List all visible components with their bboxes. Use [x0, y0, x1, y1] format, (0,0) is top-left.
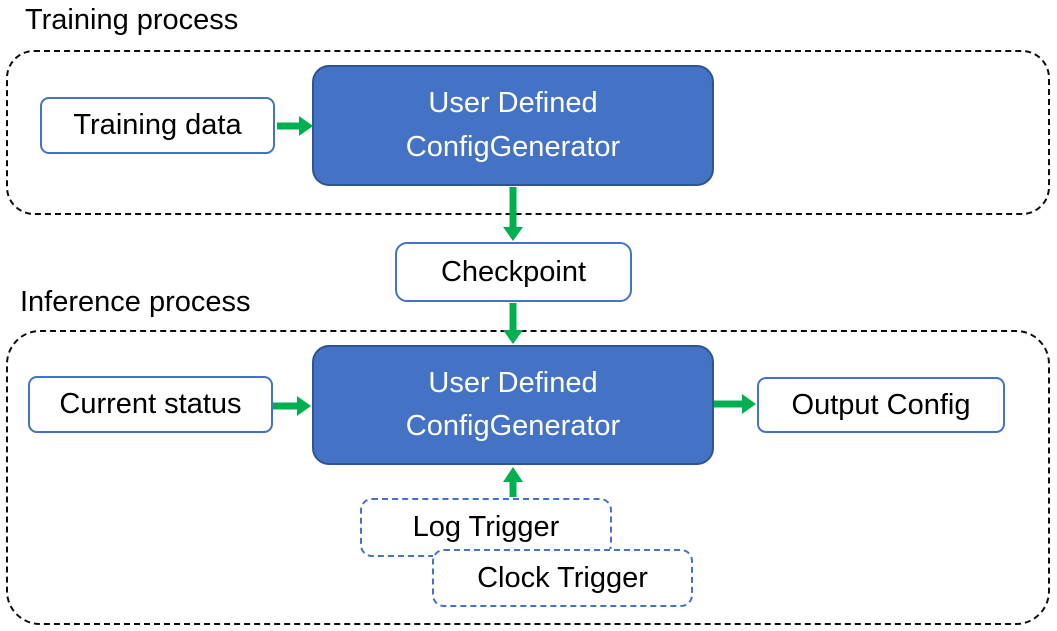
- inference-config-generator-line2: ConfigGenerator: [405, 410, 621, 442]
- log-trigger-box: Log Trigger: [360, 498, 612, 557]
- training-process-container: [6, 50, 1050, 215]
- current-status-box: Current status: [28, 376, 273, 433]
- output-config-box: Output Config: [757, 377, 1005, 433]
- inference-process-label: Inference process: [20, 286, 251, 318]
- training-process-label: Training process: [25, 4, 239, 36]
- training-config-generator-box: User Defined ConfigGenerator: [312, 65, 714, 186]
- training-config-generator-line2: ConfigGenerator: [405, 130, 621, 163]
- inference-config-generator-line1: User Defined: [428, 366, 598, 399]
- inference-config-generator-box: User Defined ConfigGenerator: [312, 345, 714, 465]
- clock-trigger-box: Clock Trigger: [432, 549, 693, 607]
- inference-process-container: [6, 330, 1050, 625]
- checkpoint-box: Checkpoint: [395, 242, 632, 302]
- training-config-generator-line1: User Defined: [428, 87, 598, 119]
- training-data-box: Training data: [40, 97, 275, 154]
